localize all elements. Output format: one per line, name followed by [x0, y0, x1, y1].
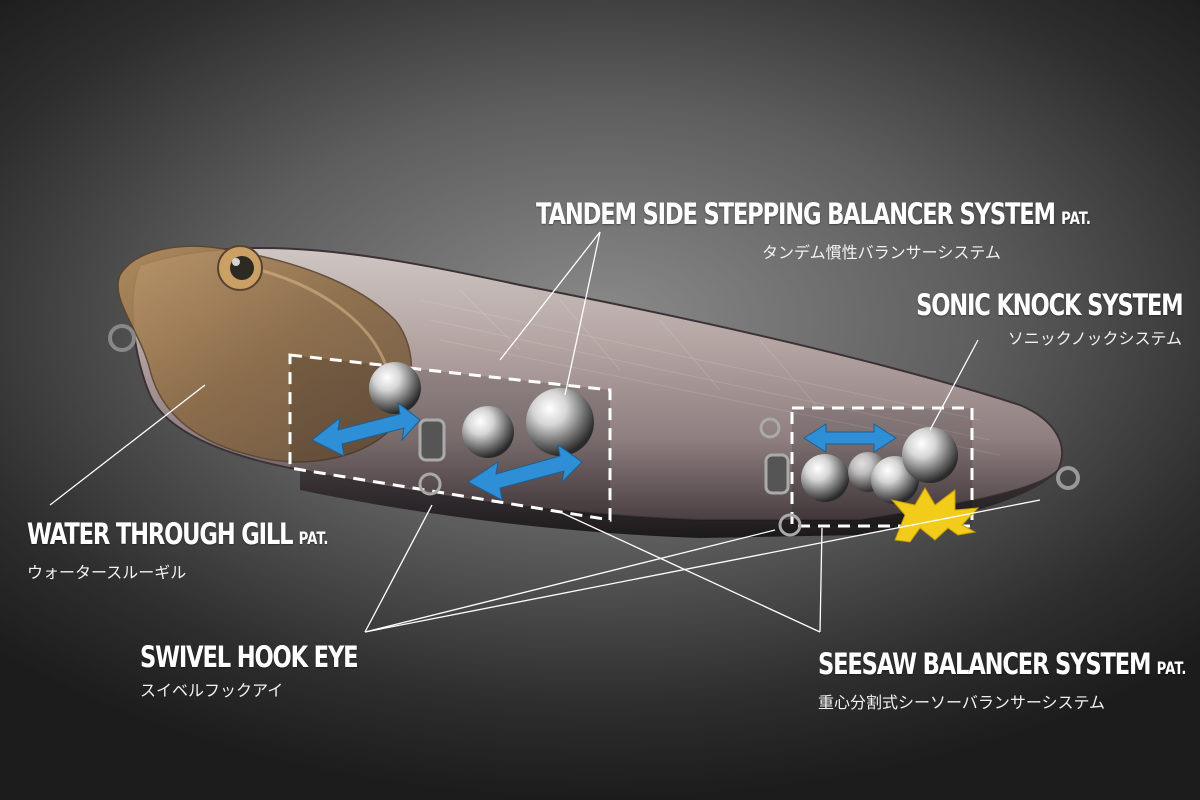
double-arrow-icon	[311, 401, 897, 501]
water-pat: PAT.	[298, 529, 329, 549]
sonic-title: SONIC KNOCK SYSTEM	[915, 288, 1184, 322]
swivel-subtitle: スイベルフックアイ	[140, 683, 284, 700]
tandem-title: TANDEM SIDE STEPPING BALANCER SYSTEM	[536, 197, 1056, 231]
lure-belly	[300, 470, 1058, 538]
line-tie-ring	[108, 324, 136, 352]
water-subtitle: ウォータースルーギル	[27, 565, 187, 582]
swivel-title: SWIVEL HOOK EYE	[140, 640, 359, 674]
tail-hook-eye	[1056, 466, 1080, 490]
water-title: WATER THROUGH GILL	[27, 517, 294, 551]
seesaw-pat: PAT.	[1156, 659, 1187, 679]
tandem-pat: PAT.	[1061, 209, 1091, 229]
sonic-subtitle: ソニックノックシステム	[1007, 331, 1182, 348]
tandem-subtitle: タンデム慣性バランサーシステム	[762, 245, 1001, 262]
knock-burst-icon	[890, 487, 980, 543]
seesaw-subtitle: 重心分割式シーソーバランサーシステム	[818, 695, 1106, 712]
callout-lines	[49, 231, 1041, 633]
sonic-callout: SONIC KNOCK SYSTEM ソニックノックシステム	[841, 288, 1184, 349]
swivel-hook-eyes	[418, 417, 802, 537]
balancer-balls	[369, 362, 958, 504]
seesaw-title: SEESAW BALANCER SYSTEM	[818, 647, 1152, 681]
swivel-callout: SWIVEL HOOK EYE スイベルフックアイ	[140, 640, 419, 701]
